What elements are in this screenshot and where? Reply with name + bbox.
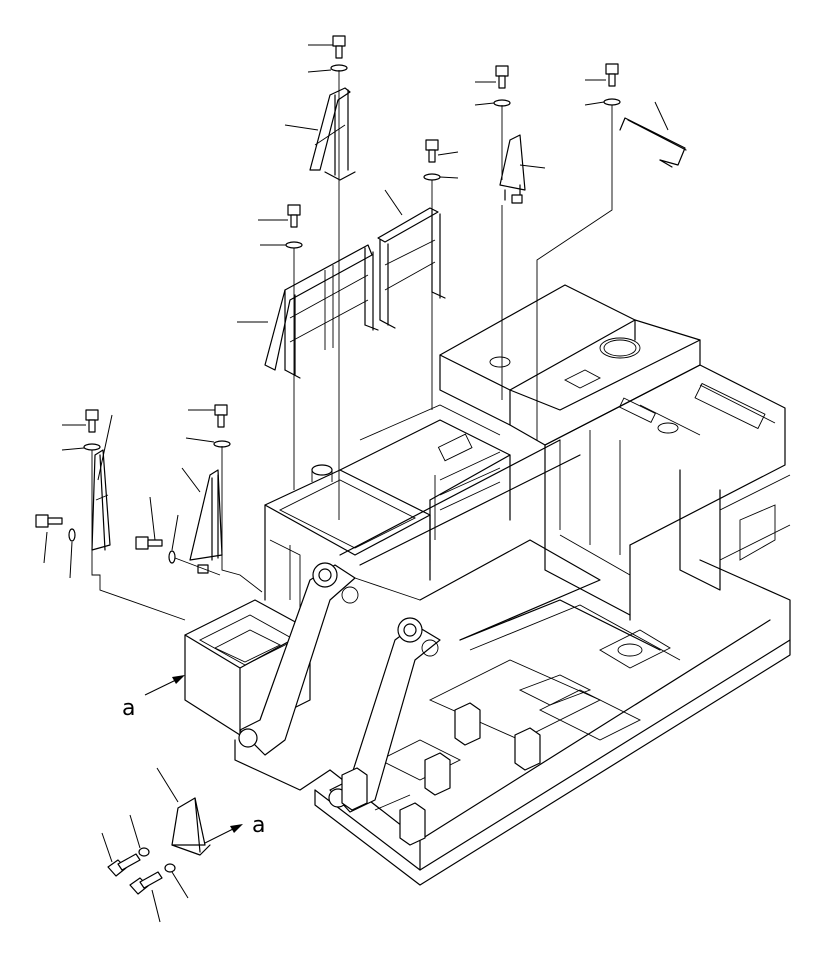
- view-ref-left: a: [122, 675, 185, 721]
- handrail-mid-left: [91, 449, 111, 551]
- boom-brackets: [238, 562, 441, 813]
- grab-bar-right: [619, 117, 687, 168]
- handrail-bottom-step: [171, 797, 211, 856]
- bolts: [35, 35, 621, 895]
- view-arrow-icon: [172, 675, 185, 684]
- view-label-a-bottom: a: [252, 813, 265, 838]
- leader-lines: [43, 44, 669, 923]
- handrail-large-left: [264, 244, 379, 379]
- deck-brackets: [341, 702, 541, 846]
- view-label-a-left: a: [122, 696, 135, 721]
- view-arrow-icon-bottom: [230, 824, 243, 833]
- handrail-small-top: [499, 134, 526, 204]
- handrail-tall-top: [309, 87, 356, 181]
- view-ref-bottom: a: [204, 813, 265, 844]
- handrail-large-right: [377, 207, 446, 329]
- assembly-lines: [91, 70, 613, 621]
- upper-frame: [184, 284, 791, 886]
